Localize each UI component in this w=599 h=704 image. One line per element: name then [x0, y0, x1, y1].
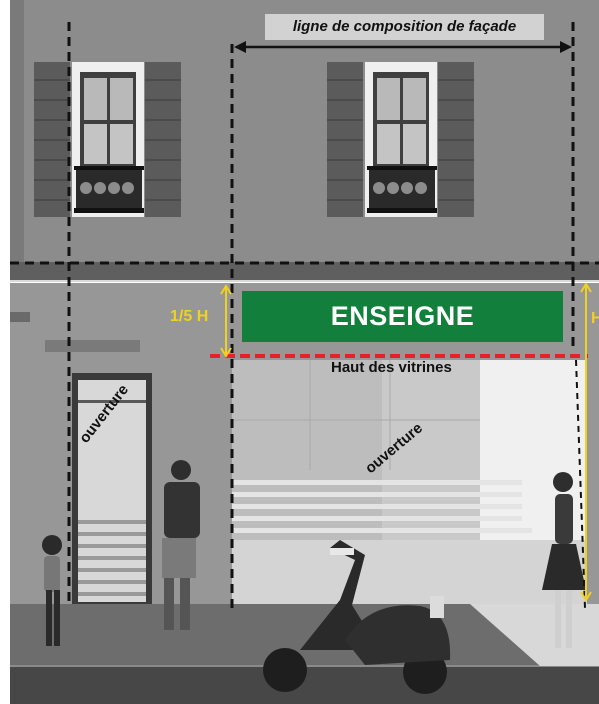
- storefront-height-arrow: [580, 282, 592, 602]
- sign-height-label: 1/5 H: [170, 308, 209, 325]
- sign-height-arrow: [220, 284, 232, 358]
- right-window: [327, 62, 474, 217]
- woman-figure: [542, 472, 586, 648]
- facade-guide-lines: [10, 22, 599, 608]
- left-window: [34, 62, 181, 217]
- facade-width-arrow: [234, 41, 572, 53]
- shop-window: [232, 360, 587, 610]
- cornice: [10, 262, 599, 282]
- door-lintel: [45, 340, 140, 352]
- shop-window-edge-line: [575, 359, 586, 609]
- door: [72, 373, 152, 605]
- scooter: [263, 540, 451, 694]
- child-figure: [42, 535, 62, 646]
- facade-composition-label: ligne de composition de façade: [265, 14, 544, 40]
- corner-pillar: [10, 0, 24, 278]
- sign-panel: ENSEIGNE: [242, 291, 563, 342]
- shop-window-top-label: Haut des vitrines: [331, 359, 452, 376]
- man-figure: [162, 460, 200, 630]
- storefront-height-label: H: [591, 310, 599, 327]
